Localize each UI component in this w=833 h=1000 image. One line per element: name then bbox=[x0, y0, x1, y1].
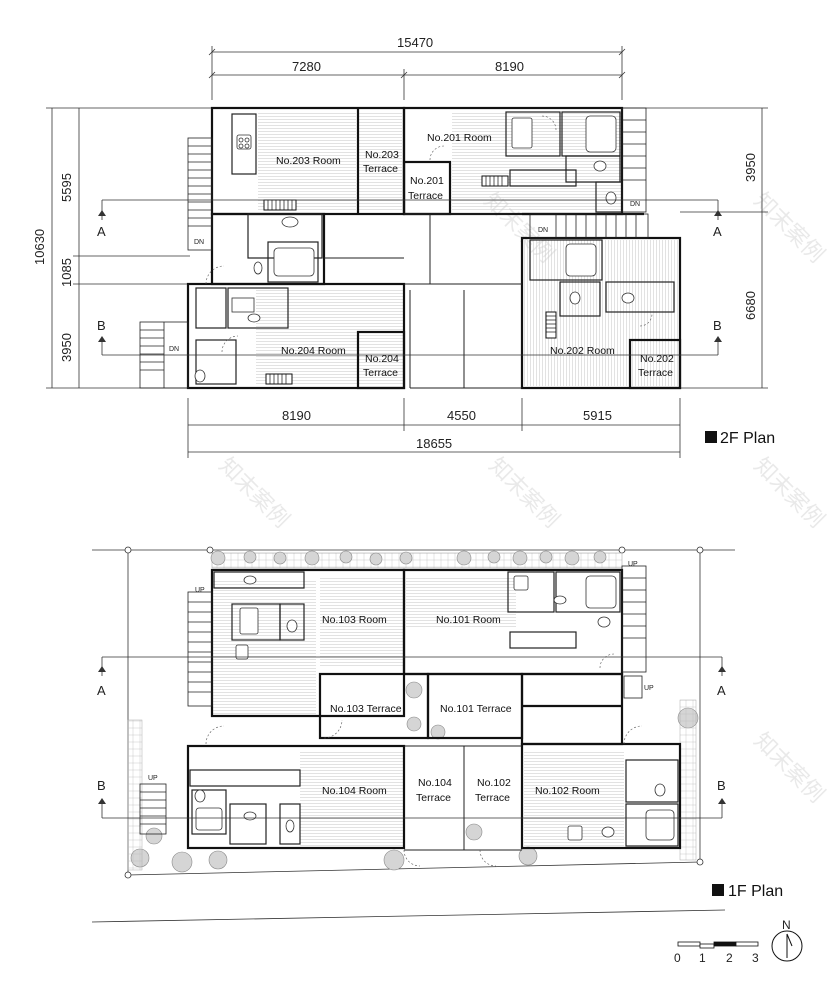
plan-title-marker bbox=[705, 431, 717, 443]
terrace-104-label-2: Terrace bbox=[416, 792, 451, 804]
dim-top-total: 15470 bbox=[397, 35, 433, 50]
section-b-right: B bbox=[713, 318, 722, 333]
terrace-202-label-1: No.202 bbox=[640, 353, 674, 365]
dim-bottom-mid: 4550 bbox=[447, 408, 476, 423]
dim-bottom-total: 18655 bbox=[416, 436, 452, 451]
terrace-101-label: No.101 Terrace bbox=[440, 703, 512, 715]
section-b-left-1f: B bbox=[97, 778, 106, 793]
section-b-right-1f: B bbox=[717, 778, 726, 793]
terrace-204-label-2: Terrace bbox=[363, 367, 398, 379]
terrace-102-label-2: Terrace bbox=[475, 792, 510, 804]
section-b-left: B bbox=[97, 318, 106, 333]
stair-up-label: UP bbox=[148, 775, 158, 782]
terrace-103-label: No.103 Terrace bbox=[330, 703, 402, 715]
stair-up-label: UP bbox=[644, 685, 654, 692]
stair-dn-label: DN bbox=[630, 201, 640, 208]
dim-left-upper: 5595 bbox=[59, 173, 74, 202]
dim-left-mid: 1085 bbox=[59, 258, 74, 287]
dim-top-left: 7280 bbox=[292, 59, 321, 74]
watermark: 知末案例 bbox=[484, 453, 564, 533]
plan-2f: 15470 7280 8190 10630 5595 1085 3950 395… bbox=[32, 35, 775, 458]
scale-label-3: 3 bbox=[752, 951, 759, 965]
planting-strip bbox=[127, 550, 699, 873]
dim-top-right: 8190 bbox=[495, 59, 524, 74]
stair-dn-label: DN bbox=[538, 227, 548, 234]
terrace-202-label-2: Terrace bbox=[638, 367, 673, 379]
stair-up-label: UP bbox=[195, 587, 205, 594]
room-103-label: No.103 Room bbox=[322, 614, 387, 626]
room-101-label: No.101 Room bbox=[436, 614, 501, 626]
room-201-label: No.201 Room bbox=[427, 132, 492, 144]
plan-title-marker bbox=[712, 884, 724, 896]
scale-label-0: 0 bbox=[674, 951, 681, 965]
terrace-104-label-1: No.104 bbox=[418, 777, 452, 789]
dim-bottom-right: 5915 bbox=[583, 408, 612, 423]
scale-bar: 0 1 2 3 bbox=[674, 941, 759, 965]
north-arrow-icon: N bbox=[771, 918, 803, 962]
plan-2f-title: 2F Plan bbox=[720, 430, 775, 447]
terrace-203-label-1: No.203 bbox=[365, 149, 399, 161]
watermark: 知末案例 bbox=[749, 728, 829, 808]
scale-label-1: 1 bbox=[699, 951, 706, 965]
dim-right-upper: 3950 bbox=[743, 153, 758, 182]
dim-right-lower: 6680 bbox=[743, 291, 758, 320]
plan-1f-title: 1F Plan bbox=[728, 883, 783, 900]
room-204-label: No.204 Room bbox=[281, 345, 346, 357]
north-label: N bbox=[782, 918, 791, 932]
terrace-204-label-1: No.204 bbox=[365, 353, 399, 365]
plan-1f: A A B B UP UP UP UP No.103 Room No.101 R… bbox=[91, 546, 783, 923]
dim-bottom-left: 8190 bbox=[282, 408, 311, 423]
watermark: 知末案例 bbox=[749, 453, 829, 533]
section-a-left: A bbox=[97, 224, 106, 239]
section-a-right: A bbox=[713, 224, 722, 239]
terrace-102-label-1: No.102 bbox=[477, 777, 511, 789]
dim-left-total: 10630 bbox=[32, 229, 47, 265]
room-102-label: No.102 Room bbox=[535, 785, 600, 797]
section-a-left-1f: A bbox=[97, 683, 106, 698]
terrace-201-label-2: Terrace bbox=[408, 190, 443, 202]
room-104-label: No.104 Room bbox=[322, 785, 387, 797]
dim-left-lower: 3950 bbox=[59, 333, 74, 362]
terrace-203-label-2: Terrace bbox=[363, 163, 398, 175]
stair-up-label: UP bbox=[628, 561, 638, 568]
section-a-right-1f: A bbox=[717, 683, 726, 698]
watermark: 知末案例 bbox=[749, 188, 829, 268]
stair-dn-label: DN bbox=[194, 239, 204, 246]
room-203-label: No.203 Room bbox=[276, 155, 341, 167]
stair-dn-label: DN bbox=[169, 346, 179, 353]
terrace-201-label-1: No.201 bbox=[410, 175, 444, 187]
watermark: 知末案例 bbox=[214, 453, 294, 533]
room-202-label: No.202 Room bbox=[550, 345, 615, 357]
scale-label-2: 2 bbox=[726, 951, 733, 965]
